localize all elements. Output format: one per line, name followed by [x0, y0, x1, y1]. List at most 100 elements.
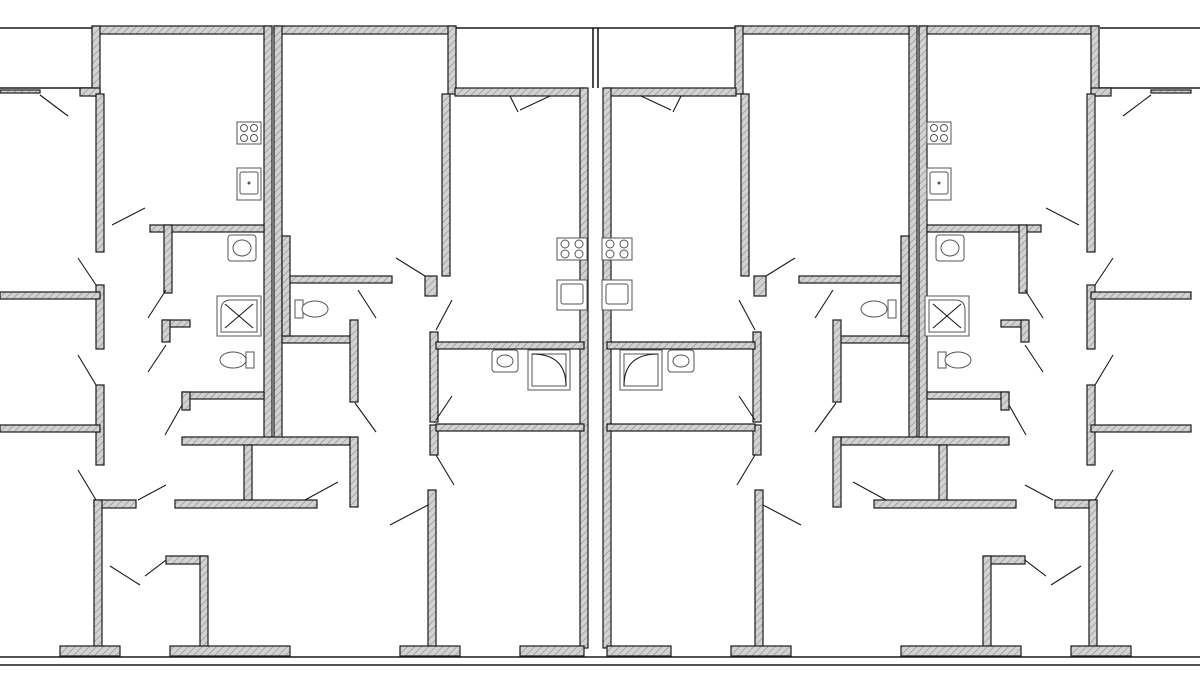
- toilet-icon: [294, 299, 329, 319]
- wall-segment: [349, 319, 359, 403]
- wall-segment: [441, 93, 451, 277]
- washbasin-icon: [935, 234, 965, 262]
- wall-segment: [174, 499, 318, 509]
- door-swing: [164, 404, 183, 436]
- wall-segment: [840, 436, 1010, 446]
- wall-segment: [429, 331, 439, 423]
- wall-segment: [181, 391, 265, 400]
- wall-segment: [91, 25, 101, 97]
- exterior-outline: [0, 27, 1200, 666]
- toilet-icon: [860, 299, 897, 319]
- door-swing: [765, 257, 796, 277]
- wall-segment: [1086, 93, 1096, 253]
- wall-segment: [243, 444, 253, 506]
- wall-segment: [832, 319, 842, 403]
- wall-segment: [606, 423, 756, 432]
- wall-segment: [0, 424, 101, 433]
- walls-layer: [0, 25, 1192, 657]
- wall-segment: [606, 645, 672, 657]
- wall-segment: [0, 291, 101, 300]
- wall-segment: [169, 645, 291, 657]
- wall-segment: [832, 436, 842, 508]
- door-swing: [1024, 289, 1044, 319]
- wall-segment: [349, 436, 359, 508]
- door-swing: [814, 289, 834, 319]
- wall-segment: [1150, 89, 1192, 94]
- wall-segment: [926, 224, 1042, 233]
- fixtures-layer: [216, 121, 972, 391]
- wall-segment: [281, 235, 291, 337]
- wall-segment: [918, 25, 928, 445]
- wall-segment: [1020, 319, 1030, 343]
- wall-segment: [1086, 284, 1096, 350]
- wall-segment: [93, 499, 103, 651]
- wall-segment: [429, 424, 439, 456]
- door-swing: [1094, 257, 1114, 286]
- toilet-icon: [937, 351, 972, 369]
- sink-icon: [556, 279, 588, 311]
- door-swing: [509, 95, 519, 113]
- washbasin-icon: [667, 349, 695, 373]
- door-swing: [435, 395, 453, 421]
- door-swing: [77, 469, 97, 501]
- wall-segment: [752, 331, 762, 423]
- wall-segment: [740, 93, 750, 277]
- wall-segment: [424, 275, 438, 297]
- wall-segment: [1088, 499, 1098, 651]
- wall-segment: [273, 25, 457, 35]
- door-swing: [1122, 94, 1152, 117]
- door-swing: [147, 289, 167, 319]
- door-swing: [304, 481, 339, 501]
- door-swing: [357, 289, 377, 319]
- wall-segment: [900, 645, 1022, 657]
- wall-segment: [435, 341, 585, 350]
- wall-segment: [149, 224, 265, 233]
- wall-segment: [926, 391, 1010, 400]
- wall-segment: [454, 87, 586, 97]
- stove-icon: [556, 237, 588, 261]
- wall-segment: [161, 319, 171, 343]
- shower-icon: [527, 349, 571, 391]
- wall-segment: [753, 275, 767, 297]
- wall-segment: [91, 25, 273, 35]
- door-swing: [736, 454, 756, 486]
- wall-segment: [606, 341, 756, 350]
- wall-segment: [1090, 87, 1112, 97]
- wall-segment: [734, 25, 918, 35]
- wall-segment: [752, 424, 762, 456]
- stove-icon: [236, 121, 262, 145]
- door-swing: [738, 299, 756, 331]
- wall-segment: [605, 87, 737, 97]
- door-swing: [389, 504, 429, 526]
- wall-segment: [1090, 291, 1192, 300]
- door-swing: [395, 257, 426, 277]
- wall-segment: [982, 555, 992, 649]
- wall-segment: [281, 275, 393, 284]
- wall-segment: [1018, 224, 1028, 294]
- wall-segment: [1000, 391, 1010, 411]
- wall-segment: [95, 93, 105, 253]
- shower-icon: [924, 295, 970, 337]
- door-swing: [852, 481, 887, 501]
- door-swing: [111, 207, 146, 226]
- door-swing: [354, 402, 377, 433]
- wall-segment: [519, 645, 585, 657]
- washbasin-icon: [227, 234, 257, 262]
- wall-segment: [873, 499, 1017, 509]
- door-swing: [39, 94, 69, 117]
- sink-icon: [601, 279, 633, 311]
- shower-icon: [619, 349, 663, 391]
- wall-segment: [273, 25, 283, 445]
- door-swing: [435, 299, 453, 331]
- wall-segment: [754, 489, 764, 651]
- sink-icon: [926, 167, 952, 201]
- wall-segment: [281, 335, 355, 344]
- wall-segment: [59, 645, 121, 657]
- door-swing: [814, 402, 837, 433]
- door-swing: [519, 95, 551, 111]
- wall-segment: [181, 436, 351, 446]
- door-swing: [738, 395, 756, 421]
- door-swing: [640, 95, 672, 111]
- door-swing: [1045, 207, 1080, 226]
- wall-segment: [798, 275, 910, 284]
